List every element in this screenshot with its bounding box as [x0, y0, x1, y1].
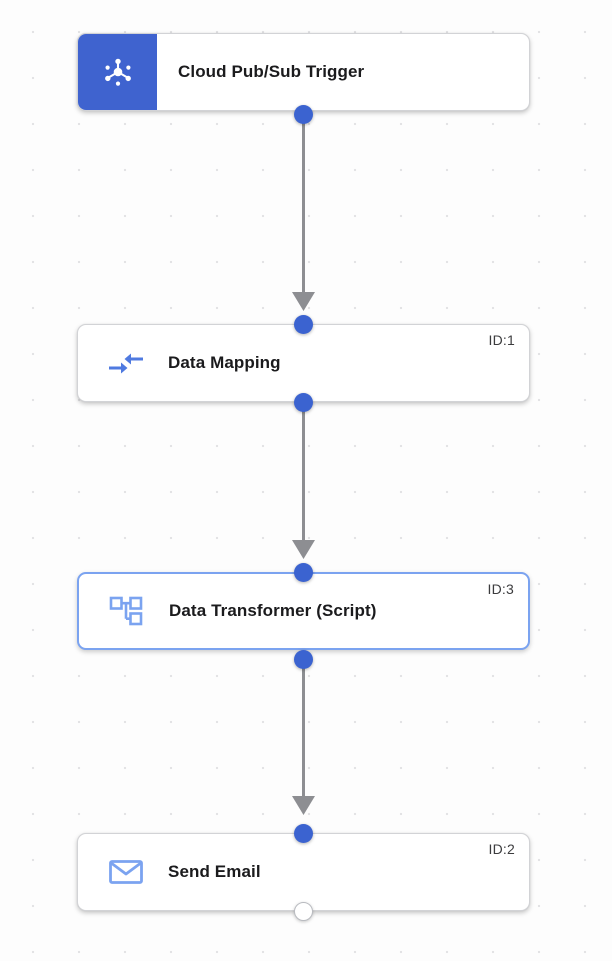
edge-arrow-1	[292, 292, 315, 311]
node-title: Send Email	[168, 862, 261, 881]
node-title: Data Mapping	[168, 353, 281, 372]
node-data-mapping[interactable]: Data Mapping ID:1	[77, 324, 530, 402]
node-id-label: ID:3	[487, 581, 514, 597]
node-title: Data Transformer (Script)	[169, 601, 377, 620]
node-title: Cloud Pub/Sub Trigger	[178, 62, 365, 81]
node-send-email[interactable]: Send Email ID:2	[77, 833, 530, 911]
hierarchy-nodes-icon	[101, 594, 153, 628]
port-output-data-transformer[interactable]	[294, 650, 313, 669]
port-output-send-email[interactable]	[294, 902, 313, 921]
data-mapping-arrows-icon	[100, 348, 152, 378]
port-output-data-mapping[interactable]	[294, 393, 313, 412]
node-id-label: ID:2	[488, 841, 515, 857]
node-id-label: ID:1	[488, 332, 515, 348]
node-data-transformer-script[interactable]: Data Transformer (Script) ID:3	[77, 572, 530, 650]
port-output-trigger[interactable]	[294, 105, 313, 124]
edge-arrow-3	[292, 796, 315, 815]
envelope-icon	[100, 858, 152, 886]
edge-arrow-2	[292, 540, 315, 559]
port-input-data-transformer[interactable]	[294, 563, 313, 582]
port-input-data-mapping[interactable]	[294, 315, 313, 334]
node-cloud-pubsub-trigger[interactable]: Cloud Pub/Sub Trigger	[77, 33, 530, 111]
pubsub-hub-icon	[78, 34, 157, 110]
port-input-send-email[interactable]	[294, 824, 313, 843]
